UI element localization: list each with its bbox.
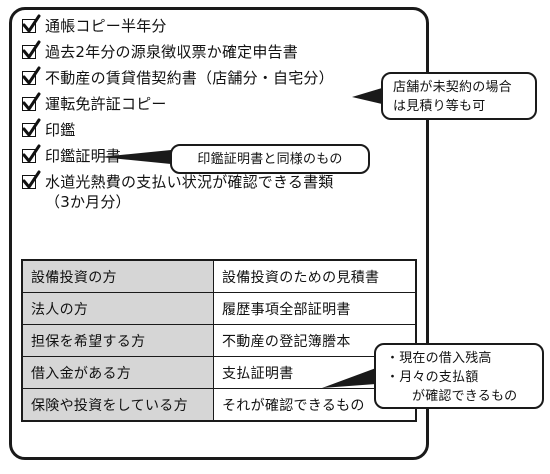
check-icon bbox=[22, 118, 41, 137]
check-icon bbox=[22, 92, 41, 111]
check-item-passbook: 通帳コピー半年分 bbox=[22, 14, 422, 36]
check-item-label: 不動産の賃貸借契約書（店舗分・自宅分） bbox=[45, 69, 334, 87]
table-row: 保険や投資をしている方 それが確認できるもの bbox=[21, 388, 417, 422]
conditional-documents-table: 設備投資の方 設備投資のための見積書 法人の方 履歴事項全部証明書 担保を希望す… bbox=[21, 259, 417, 422]
check-item-label: 通帳コピー半年分 bbox=[45, 17, 167, 35]
check-item-lease-contract: 不動産の賃貸借契約書（店舗分・自宅分） bbox=[22, 66, 422, 88]
check-item-tax-documents: 過去2年分の源泉徴収票か確定申告書 bbox=[22, 40, 422, 62]
document-checklist: 通帳コピー半年分 過去2年分の源泉徴収票か確定申告書 不動産の賃貸借契約書（店舗… bbox=[22, 14, 422, 218]
table-cell-condition: 借入金がある方 bbox=[21, 356, 214, 389]
check-icon bbox=[22, 66, 41, 85]
table-row: 借入金がある方 支払証明書 bbox=[21, 356, 417, 389]
check-icon bbox=[22, 40, 41, 59]
check-icon bbox=[22, 170, 41, 189]
check-item-label: 運転免許証コピー bbox=[45, 95, 167, 113]
seal-note-callout: 印鑑証明書と同様のもの bbox=[170, 144, 370, 174]
callout-text: ・現在の借入残高 bbox=[386, 351, 492, 366]
lease-note-callout: 店舗が未契約の場合 は見積り等も可 bbox=[381, 72, 537, 120]
check-icon bbox=[22, 144, 41, 163]
table-cell-condition: 保険や投資をしている方 bbox=[21, 388, 214, 422]
check-item-utility-payments: 水道光熱費の支払い状況が確認できる書類（3か月分） bbox=[22, 170, 422, 212]
check-item-license-copy: 運転免許証コピー bbox=[22, 92, 422, 114]
table-cell-condition: 担保を希望する方 bbox=[21, 324, 214, 357]
callout-text: ・月々の支払額 bbox=[386, 370, 479, 385]
table-row: 法人の方 履歴事項全部証明書 bbox=[21, 292, 417, 325]
table-cell-document: 設備投資のための見積書 bbox=[213, 259, 417, 293]
table-cell-document: 履歴事項全部証明書 bbox=[213, 292, 417, 325]
table-cell-condition: 法人の方 bbox=[21, 292, 214, 325]
table-row: 担保を希望する方 不動産の登記簿謄本 bbox=[21, 324, 417, 357]
check-icon bbox=[22, 14, 41, 33]
check-item-label: 水道光熱費の支払い状況が確認できる書類（3か月分） bbox=[45, 173, 334, 211]
check-item-label: 印鑑 bbox=[45, 121, 76, 139]
callout-text: 店舗が未契約の場合 bbox=[393, 80, 512, 95]
loan-note-callout: ・現在の借入残高 ・月々の支払額 が確認できるもの bbox=[374, 343, 544, 409]
check-item-seal: 印鑑 bbox=[22, 118, 422, 140]
check-item-label: 印鑑証明書 bbox=[45, 147, 122, 165]
check-item-label: 過去2年分の源泉徴収票か確定申告書 bbox=[45, 43, 298, 61]
table-cell-condition: 設備投資の方 bbox=[21, 259, 214, 293]
table-row: 設備投資の方 設備投資のための見積書 bbox=[21, 259, 417, 293]
callout-text: が確認できるもの bbox=[412, 389, 518, 404]
callout-text: 印鑑証明書と同様のもの bbox=[197, 152, 343, 167]
callout-text: は見積り等も可 bbox=[393, 99, 486, 114]
